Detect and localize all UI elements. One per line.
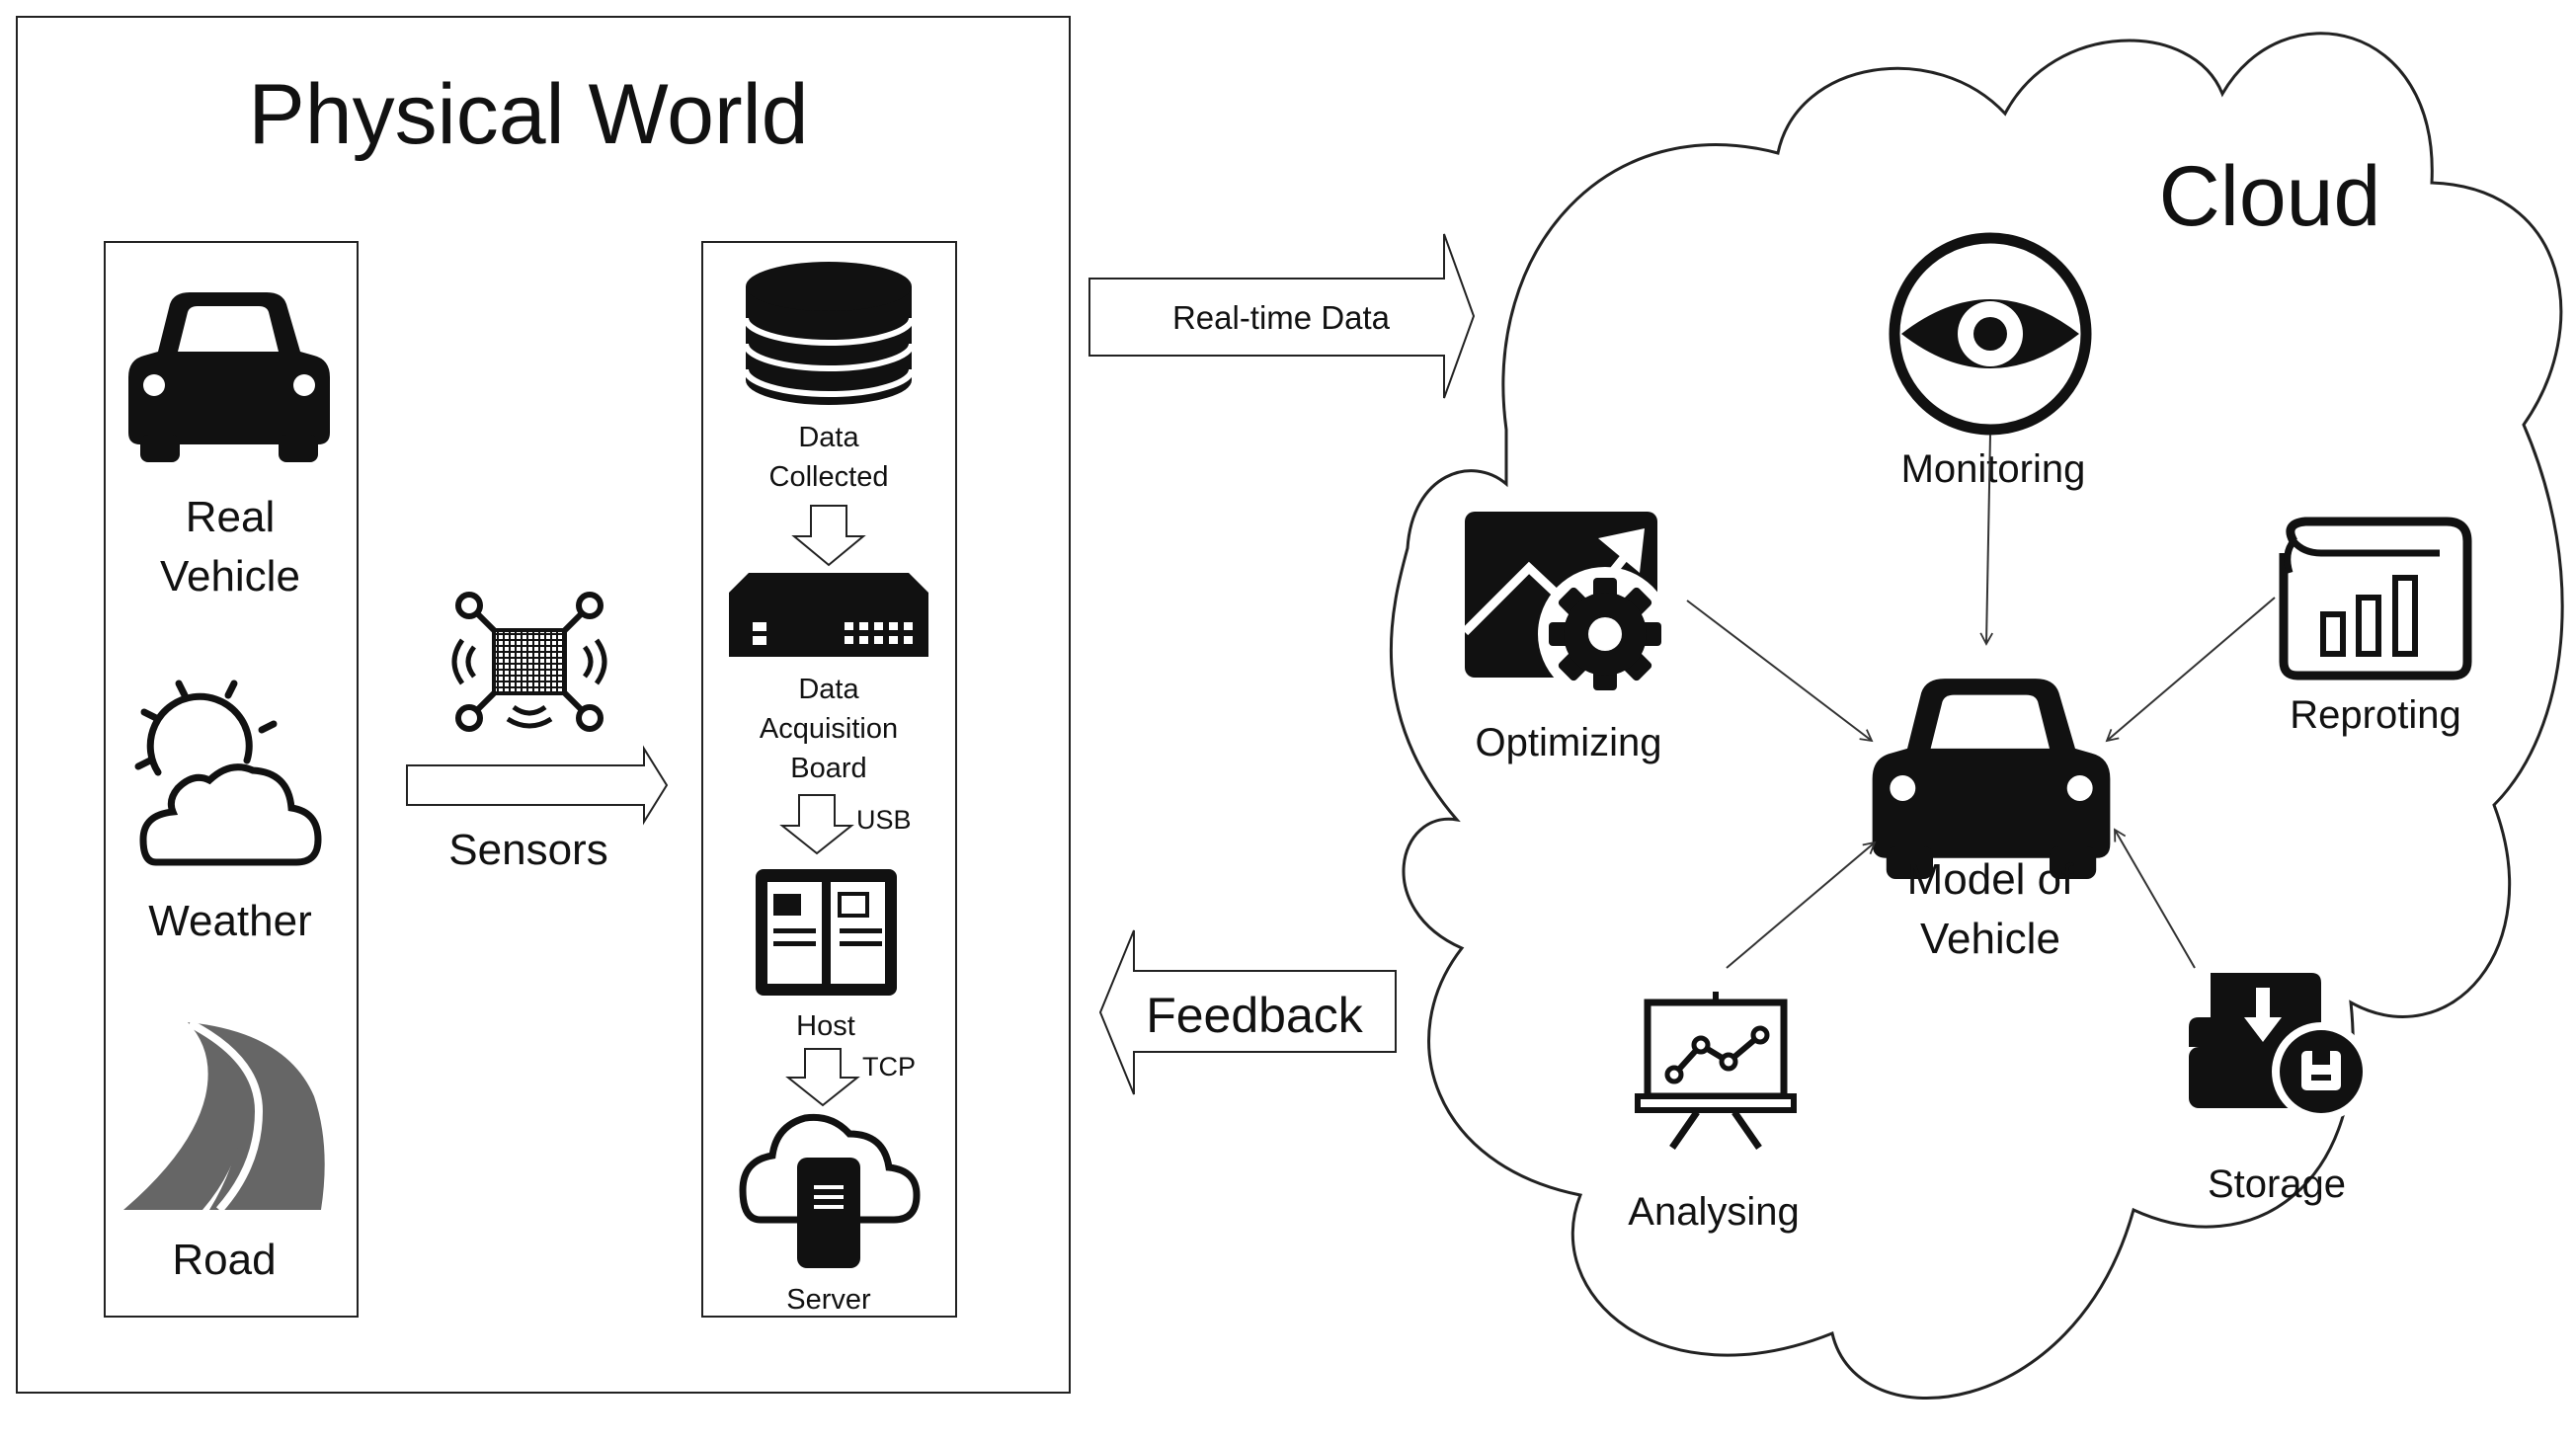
- feedback-label: Feedback: [1146, 988, 1364, 1043]
- physical-world-title: Physical World: [248, 67, 808, 162]
- reporting-label: Reproting: [2290, 693, 2460, 737]
- report-book-icon: [2279, 517, 2472, 681]
- reporting-connector: [2105, 597, 2276, 743]
- data-collected-label-line2: Collected: [769, 461, 889, 493]
- host-computer-icon: [756, 869, 897, 996]
- database-icon: [743, 262, 915, 405]
- usb-label: USB: [856, 805, 912, 835]
- model-vehicle-label-line2: Vehicle: [1920, 915, 2060, 963]
- down-arrow-1: [791, 505, 866, 567]
- realtime-data-arrow[interactable]: [1088, 233, 1476, 399]
- model-vehicle-label-line1: Model of: [1907, 855, 2075, 904]
- eye-icon: [1889, 232, 2092, 436]
- physical-world-frame: [16, 16, 1071, 1394]
- sensor-chip-icon: [451, 592, 607, 732]
- down-arrow-usb: [779, 794, 854, 855]
- down-arrow-tcp: [785, 1048, 860, 1107]
- optimizing-connector: [1686, 600, 1874, 743]
- daq-label-line2: Acquisition: [760, 713, 898, 745]
- data-collected-label-line1: Data: [798, 422, 859, 453]
- analysing-connector: [1726, 841, 1877, 969]
- road-icon: [123, 1019, 325, 1213]
- router-board-icon: [729, 573, 928, 657]
- tcp-label: TCP: [862, 1052, 916, 1082]
- car-icon: [128, 292, 330, 462]
- host-label: Host: [796, 1010, 855, 1042]
- sources-column: [104, 241, 359, 1318]
- sensors-arrow: [406, 745, 669, 826]
- real-vehicle-label-line1: Real: [186, 493, 276, 541]
- weather-label: Weather: [148, 897, 312, 945]
- download-storage-icon: [2189, 973, 2371, 1121]
- pipeline-column: [701, 241, 957, 1318]
- daq-label-line1: Data: [798, 674, 859, 705]
- model-vehicle-car-icon: [1872, 679, 2111, 880]
- analysing-label: Analysing: [1628, 1190, 1799, 1234]
- cloud-title: Cloud: [2159, 149, 2381, 244]
- realtime-data-label: Real-time Data: [1172, 299, 1391, 336]
- feedback-arrow[interactable]: [1098, 929, 1397, 1095]
- road-label: Road: [172, 1236, 276, 1284]
- chart-gear-icon: [1461, 512, 1672, 701]
- monitoring-label: Monitoring: [1901, 447, 2086, 491]
- server-label: Server: [786, 1284, 871, 1316]
- real-vehicle-label-line2: Vehicle: [160, 552, 300, 601]
- cloud-server-icon: [739, 1113, 921, 1268]
- daq-label-line3: Board: [790, 753, 866, 784]
- storage-connector: [2114, 828, 2196, 969]
- presentation-chart-icon: [1635, 992, 1797, 1150]
- monitoring-connector: [1979, 434, 1993, 646]
- sun-cloud-icon: [134, 680, 322, 866]
- storage-label: Storage: [2208, 1162, 2346, 1206]
- optimizing-label: Optimizing: [1476, 721, 1662, 764]
- sensors-label: Sensors: [448, 826, 607, 874]
